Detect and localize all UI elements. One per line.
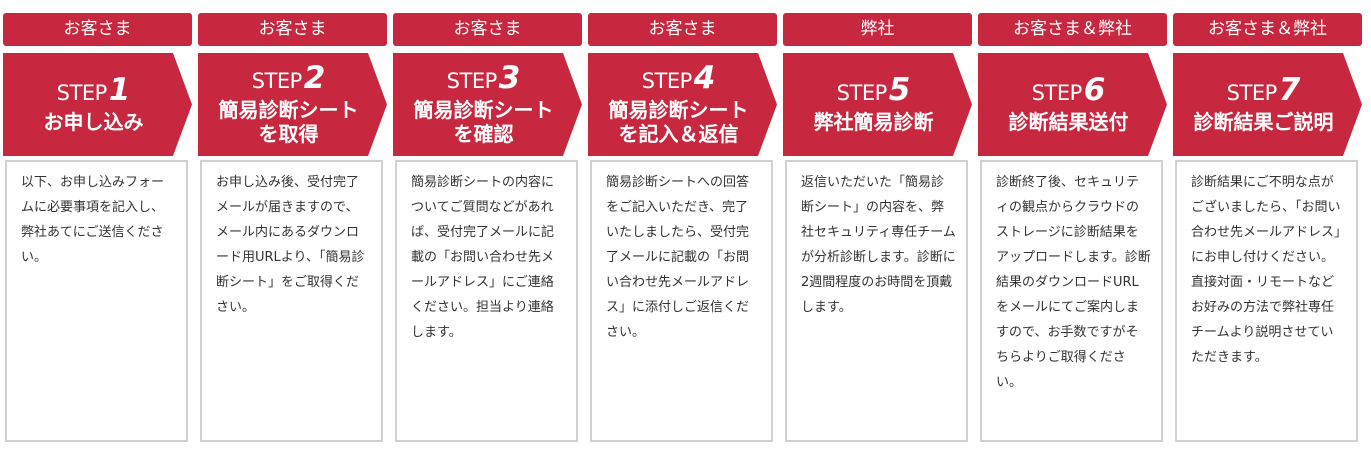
step-word: STEP	[56, 81, 108, 105]
step-actor-label: お客さま	[588, 13, 777, 46]
step-word: STEP	[1226, 81, 1278, 105]
step-word: STEP	[251, 69, 303, 93]
step-actor-label: お客さま	[3, 13, 192, 46]
step-number: 5	[888, 72, 911, 108]
step-actor-label: お客さま＆弊社	[1173, 13, 1362, 46]
step-description: 診断終了後、セキュリティの観点からクラウドのストレージに診断結果をアップロードし…	[980, 160, 1163, 442]
step-word: STEP	[1031, 81, 1083, 105]
step-number: 3	[498, 60, 521, 96]
step-actor-label: お客さま＆弊社	[978, 13, 1167, 46]
step-description: 以下、お申し込みフォームに必要事項を記入し、弊社あてにご送信ください。	[5, 160, 188, 442]
step-title: お申し込み	[43, 110, 144, 134]
step-title: 診断結果ご説明	[1193, 110, 1334, 134]
step-word: STEP	[446, 69, 498, 93]
step-description: 簡易診断シートの内容についてご質問などがあれば、受付完了メールに記載の「お問い合…	[395, 160, 578, 442]
step-title: 簡易診断シート を確認	[413, 98, 554, 146]
step-description: 診断結果にご不明な点がございましたら、「お問い合わせ先メールアドレス」にお申し付…	[1175, 160, 1358, 442]
step-title: 簡易診断シート を記入＆返信	[608, 98, 749, 146]
step-actor-label: 弊社	[783, 13, 972, 46]
step-number: 2	[303, 60, 326, 96]
step-title: 診断結果送付	[1008, 110, 1129, 134]
step-title: 弊社簡易診断	[813, 110, 934, 134]
step-number: 7	[1278, 72, 1301, 108]
step-description: 簡易診断シートへの回答をご記入いただき、完了いたしましたら、受付完了メールに記載…	[590, 160, 773, 442]
step-description: 返信いただいた「簡易診断シート」の内容を、弊社セキュリティ専任チームが分析診断し…	[785, 160, 968, 442]
step-actor-label: お客さま	[198, 13, 387, 46]
step-title: 簡易診断シート を取得	[218, 98, 359, 146]
step-word: STEP	[641, 69, 693, 93]
step-number: 1	[108, 72, 131, 108]
step-word: STEP	[836, 81, 888, 105]
step-description: お申し込み後、受付完了メールが届きますので、メール内にあるダウンロード用URLよ…	[200, 160, 383, 442]
step-number: 6	[1083, 72, 1106, 108]
step-number: 4	[693, 60, 716, 96]
step-actor-label: お客さま	[393, 13, 582, 46]
